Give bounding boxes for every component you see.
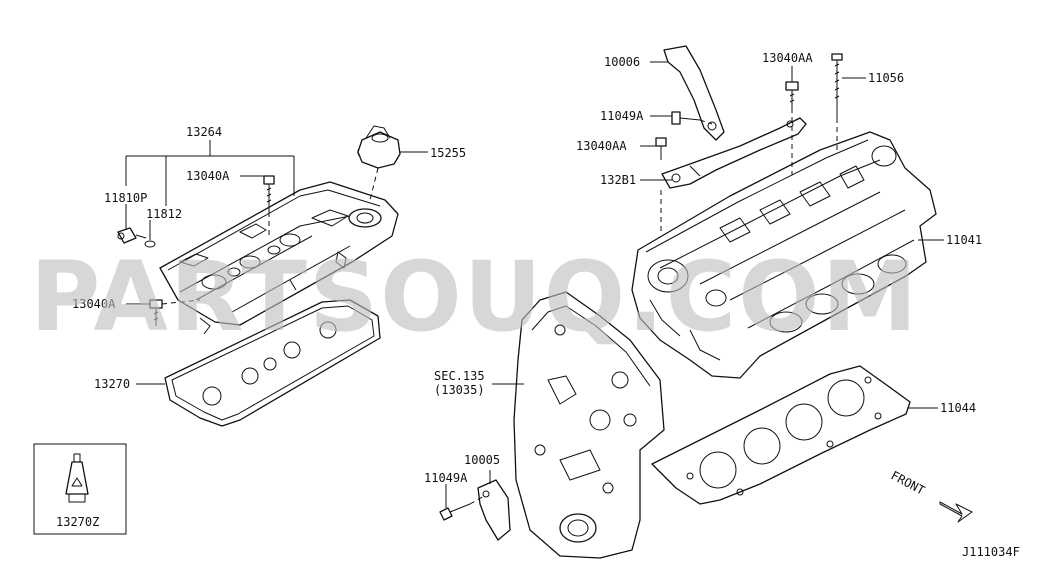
label-132b1: 132B1 <box>600 173 636 187</box>
oil-filler-cap-drawing[interactable] <box>357 125 401 169</box>
o-ring-11812-drawing[interactable] <box>144 240 156 248</box>
label-13264: 13264 <box>186 125 222 139</box>
valve-cover-gasket-drawing[interactable] <box>164 299 381 427</box>
front-direction-arrow: FRONT <box>889 468 973 523</box>
label-11810p: 11810P <box>104 191 147 205</box>
bolt-13040a-left-drawing[interactable] <box>149 299 163 326</box>
label-11049a-top: 11049A <box>600 109 644 123</box>
label-11044: 11044 <box>940 401 976 415</box>
label-sec135-line2: (13035) <box>434 383 485 397</box>
label-11056: 11056 <box>868 71 904 85</box>
bolt-13040aa-mid-drawing[interactable] <box>655 137 667 160</box>
label-13270z: 13270Z <box>56 515 99 529</box>
label-10005: 10005 <box>464 453 500 467</box>
sealant-box <box>33 443 127 535</box>
label-10006: 10006 <box>604 55 640 69</box>
valve-cover-drawing[interactable] <box>159 181 399 335</box>
label-13040aa-mid: 13040AA <box>576 139 627 153</box>
engine-hanger-132b1-drawing[interactable] <box>661 117 807 189</box>
watermark: PARTSOUQ.COM <box>30 241 919 353</box>
label-15255: 15255 <box>430 146 466 160</box>
bolt-13040a-top-drawing[interactable] <box>263 175 275 212</box>
label-13040a-left: 13040A <box>72 297 116 311</box>
label-13270: 13270 <box>94 377 130 391</box>
sealant-tube-drawing[interactable] <box>64 452 92 504</box>
stud-11056-drawing[interactable] <box>831 53 843 118</box>
label-sec135-line1: SEC.135 <box>434 369 485 383</box>
bolt-11049a-bottom-drawing[interactable] <box>439 503 471 521</box>
bolt-11049a-top-drawing[interactable] <box>671 111 701 125</box>
diagram-code: J111034F <box>962 545 1020 559</box>
label-13040aa-top: 13040AA <box>762 51 813 65</box>
label-11041: 11041 <box>946 233 982 247</box>
head-gasket-drawing[interactable] <box>651 365 911 505</box>
leader-lines <box>125 61 944 508</box>
label-11049a-bottom: 11049A <box>424 471 468 485</box>
bolt-13040aa-top-drawing[interactable] <box>785 81 799 108</box>
label-13040a-top: 13040A <box>186 169 230 183</box>
front-label: FRONT <box>889 468 927 497</box>
engine-hanger-10006-drawing[interactable] <box>663 45 725 141</box>
front-cover-drawing[interactable] <box>513 291 665 559</box>
cylinder-head-drawing[interactable] <box>631 131 937 379</box>
label-11812: 11812 <box>146 207 182 221</box>
plate-10005-drawing[interactable] <box>477 479 511 541</box>
